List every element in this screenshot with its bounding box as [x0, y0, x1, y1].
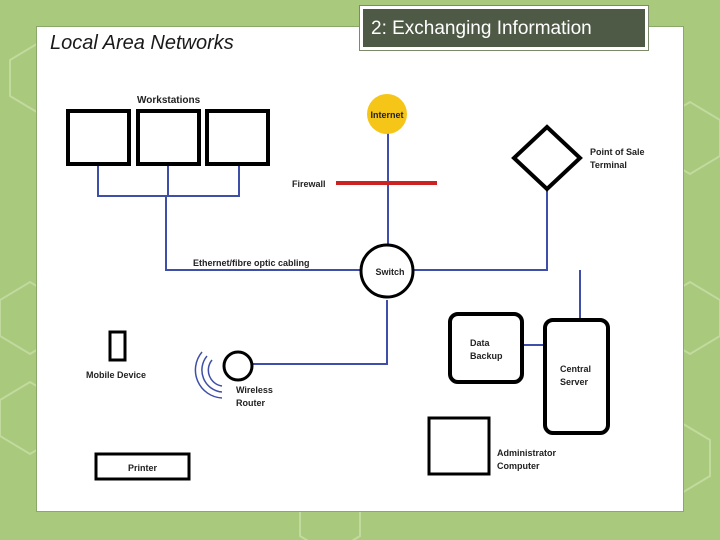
- wireless-router-label-line2: Router: [236, 398, 265, 408]
- section-banner: 2: Exchanging Information: [359, 5, 649, 51]
- point-of-sale-label-line2: Terminal: [590, 160, 627, 170]
- internet-label: Internet: [370, 110, 403, 120]
- firewall-label: Firewall: [292, 179, 326, 189]
- workstation-1: [66, 109, 131, 166]
- wireless-router-icon: [222, 350, 254, 382]
- network-cabling: [97, 132, 581, 365]
- administrator-computer-icon: [427, 416, 491, 476]
- printer-icon: [94, 452, 191, 481]
- switch-label: Switch: [375, 267, 404, 277]
- administrator-computer-label-line1: Administrator: [497, 448, 557, 458]
- switch-icon: [359, 243, 415, 299]
- workstation-3: [205, 109, 270, 166]
- internet-icon: [367, 94, 407, 134]
- slide-title: Local Area Networks: [50, 32, 234, 54]
- point-of-sale-label-line1: Point of Sale: [590, 147, 645, 157]
- printer-label: Printer: [128, 463, 158, 473]
- mobile-device-label: Mobile Device: [86, 370, 146, 380]
- workstations: [66, 109, 270, 166]
- data-backup-label-line1: Data: [470, 338, 491, 348]
- cabling-label: Ethernet/fibre optic cabling: [193, 258, 310, 268]
- point-of-sale-terminal-icon: [511, 124, 583, 192]
- administrator-computer-label-line2: Computer: [497, 461, 540, 471]
- data-backup-label-line2: Backup: [470, 351, 503, 361]
- wireless-signal-icon: [194, 351, 223, 399]
- central-server-label-line1: Central: [560, 364, 591, 374]
- workstation-2: [136, 109, 201, 166]
- central-server-label-line2: Server: [560, 377, 589, 387]
- data-backup-icon: [448, 312, 524, 384]
- central-server-icon: [543, 318, 610, 435]
- section-banner-text: 2: Exchanging Information: [371, 18, 592, 39]
- mobile-device-icon: [108, 330, 127, 362]
- workstations-label: Workstations: [137, 95, 201, 106]
- wireless-router-label-line1: Wireless: [236, 385, 273, 395]
